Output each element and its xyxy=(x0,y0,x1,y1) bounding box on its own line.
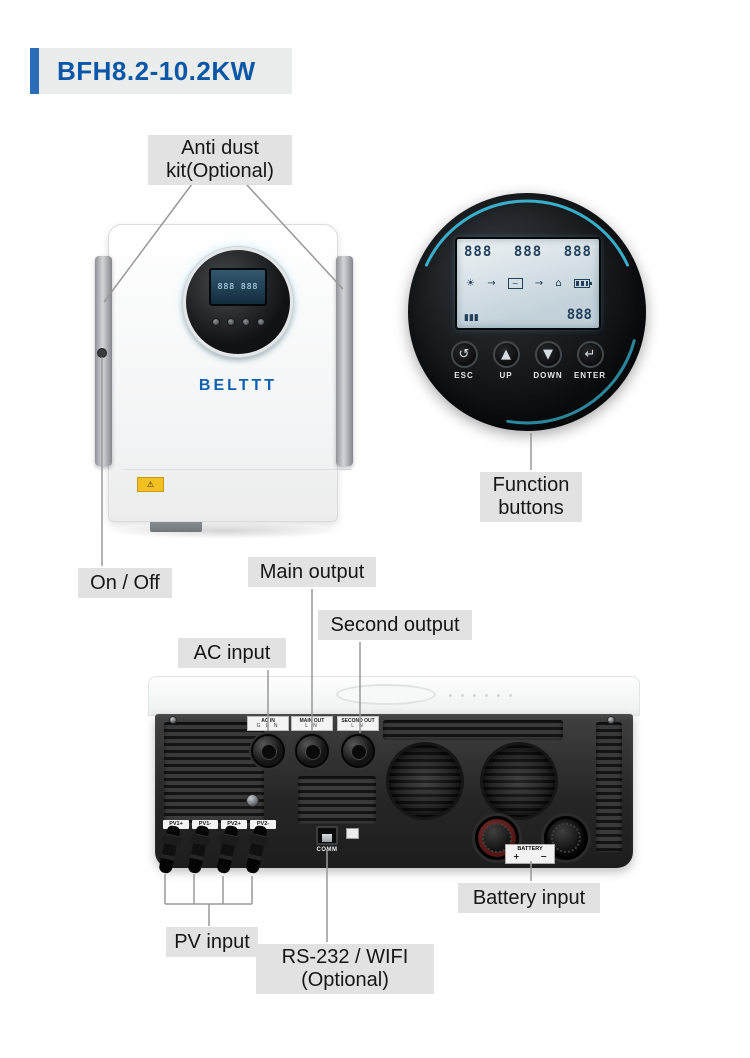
accessory-slot xyxy=(346,828,359,839)
brand-logo: BELTTT xyxy=(198,377,278,394)
panel-screw xyxy=(169,716,177,724)
esc-button-label: ESC xyxy=(454,371,474,380)
function-button-row: ↺ ESC ▲ UP ▼ DOWN ↵ ENTER xyxy=(408,341,646,380)
callout-rs232-wifi: RS-232 / WIFI (Optional) xyxy=(256,944,434,994)
pv1-minus-label: PV1- xyxy=(192,820,218,829)
comm-rj45-port xyxy=(316,826,338,845)
callout-ac-input: AC input xyxy=(178,638,286,668)
warning-sticker: ⚠ xyxy=(137,477,164,492)
page-title: BFH8.2-10.2KW xyxy=(57,56,256,86)
arrow-icon: → xyxy=(534,278,544,289)
pv1-plus-label: PV1+ xyxy=(163,820,189,829)
second-out-label-strip: SECOND OUT L N xyxy=(337,716,379,731)
lcd-segment-right: 888 xyxy=(563,244,592,260)
up-button: ▲ UP xyxy=(491,341,521,380)
front-button-esc xyxy=(211,318,220,326)
ac-input-port xyxy=(251,734,285,768)
front-button-up xyxy=(226,318,235,326)
inverter-front-view: 888 888 BELTTT ⚠ xyxy=(94,220,354,540)
vent-grille-right xyxy=(596,722,622,852)
glow-arc-bottom xyxy=(506,339,636,425)
vent-grille-top xyxy=(383,720,563,740)
body-seam xyxy=(124,469,352,470)
lcd-top-row: 888 888 888 xyxy=(464,244,592,260)
callout-pv-input: PV input xyxy=(166,927,258,957)
panel-screw xyxy=(607,716,615,724)
title-banner: BFH8.2-10.2KW xyxy=(30,48,292,94)
second-output-port xyxy=(341,734,375,768)
main-out-label-strip: MAIN OUT L N xyxy=(291,716,333,731)
down-button-label: DOWN xyxy=(533,371,563,380)
inverter-body: 888 888 BELTTT ⚠ xyxy=(108,224,352,522)
esc-icon: ↺ xyxy=(450,341,478,368)
anti-dust-kit-left xyxy=(95,256,112,466)
front-button-row xyxy=(186,318,290,326)
down-button: ▼ DOWN xyxy=(533,341,563,380)
glow-arc-top xyxy=(424,199,630,267)
front-lcd-screen: 888 888 xyxy=(209,268,267,306)
inverter-icon: ~ xyxy=(507,278,523,289)
callout-second-output: Second output xyxy=(318,610,472,640)
front-display-circle: 888 888 xyxy=(183,247,293,357)
inverter-bottom-view: AC IN G L N MAIN OUT L N SECOND OUT L N … xyxy=(148,676,640,875)
callout-anti-dust-kit: Anti dust kit(Optional) xyxy=(148,135,292,185)
battery-gauge-icon: ▮▮▮ xyxy=(464,313,479,323)
vent-grille-mid xyxy=(298,776,376,824)
house-icon: ⌂ xyxy=(555,278,562,289)
lcd-display: 888 888 888 ☀ → ~ → ⌂ ▮▮▮ 888 xyxy=(455,237,601,330)
main-output-port xyxy=(295,734,329,768)
ground-screw xyxy=(246,794,259,807)
battery-label-strip: BATTERY + − xyxy=(505,844,555,864)
front-button-down xyxy=(241,318,250,326)
callout-main-output: Main output xyxy=(248,557,376,587)
pv2-plus-label: PV2+ xyxy=(221,820,247,829)
lcd-flow-diagram: ☀ → ~ → ⌂ xyxy=(464,278,592,289)
callout-battery-input: Battery input xyxy=(458,883,600,913)
comm-port-label: COMM xyxy=(316,847,338,853)
lcd-bottom-row: ▮▮▮ 888 xyxy=(464,307,592,323)
ac-in-label-strip: AC IN G L N xyxy=(247,716,289,731)
up-button-label: UP xyxy=(499,371,513,380)
on-off-switch xyxy=(97,348,107,358)
arrow-icon: → xyxy=(487,278,496,289)
front-button-enter xyxy=(256,318,265,326)
enter-icon: ↵ xyxy=(576,341,604,368)
pv2-minus-label: PV2- xyxy=(250,820,276,829)
vent-grille-left xyxy=(164,722,264,826)
fan-grille-1 xyxy=(386,742,464,820)
lcd-segment-left: 888 xyxy=(464,244,493,260)
housing-oval-vent xyxy=(336,684,436,705)
sun-icon: ☀ xyxy=(466,278,475,289)
down-arrow-icon: ▼ xyxy=(534,341,562,368)
battery-icon xyxy=(573,279,592,288)
lcd-segment-mid: 888 xyxy=(513,244,543,260)
callout-on-off: On / Off xyxy=(78,568,172,598)
enter-button: ↵ ENTER xyxy=(573,341,607,380)
panel-glow-arcs xyxy=(424,199,636,425)
callout-function-buttons: Function buttons xyxy=(480,472,582,522)
bottom-view-housing-top xyxy=(148,676,640,716)
esc-button: ↺ ESC xyxy=(449,341,479,380)
plus-mark: + xyxy=(513,851,520,861)
warning-icon: ⚠ xyxy=(146,480,155,489)
indicator-dots xyxy=(449,694,512,697)
lcd-segment-bottom: 888 xyxy=(566,307,592,323)
mounting-foot xyxy=(150,520,202,532)
minus-mark: − xyxy=(540,851,547,861)
fan-grille-2 xyxy=(480,742,558,820)
control-panel-closeup: 888 888 888 ☀ → ~ → ⌂ ▮▮▮ 888 ↺ ESC xyxy=(408,193,646,431)
up-arrow-icon: ▲ xyxy=(492,341,520,368)
anti-dust-kit-right xyxy=(336,256,353,466)
unit-shadow xyxy=(102,523,346,539)
enter-button-label: ENTER xyxy=(573,371,607,380)
